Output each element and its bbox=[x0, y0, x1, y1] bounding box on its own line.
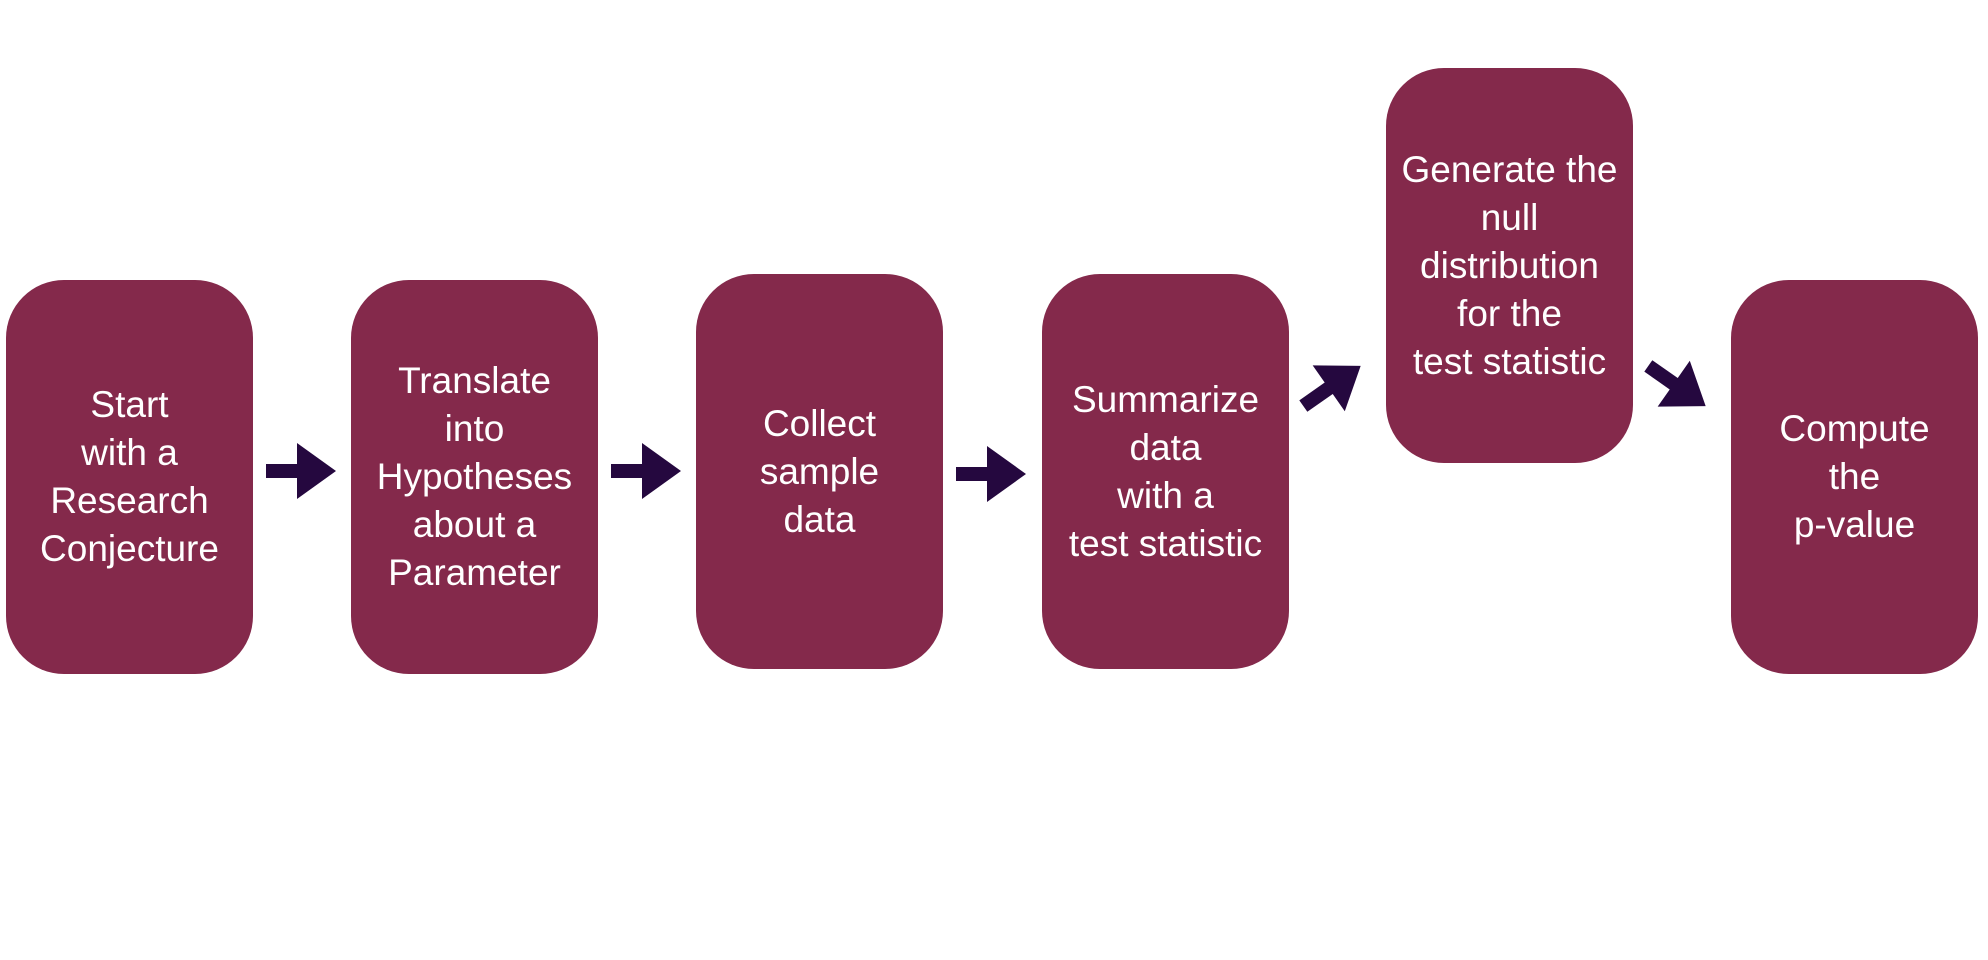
step-text-line: Compute bbox=[1779, 408, 1930, 449]
step-text-line: Research bbox=[50, 480, 209, 521]
step-text-line: Translate bbox=[398, 360, 551, 401]
step-text-line: into bbox=[444, 408, 505, 449]
down-right-arrow-icon bbox=[1644, 360, 1706, 407]
step-text-line: null bbox=[1480, 196, 1539, 238]
up-right-arrow-icon bbox=[1299, 365, 1361, 412]
step-text-line: data bbox=[783, 498, 856, 540]
step-text-line: sample bbox=[759, 450, 880, 492]
step-text-line: about a bbox=[412, 504, 537, 545]
step-text-line: Parameter bbox=[388, 552, 561, 593]
right-arrow-icon bbox=[956, 446, 1026, 502]
step-text-line: test statistic bbox=[1068, 522, 1263, 564]
step-null-distribution: Generate the null distribution for the t… bbox=[1386, 68, 1633, 463]
step-text-line: Summarize bbox=[1071, 378, 1260, 420]
step-test-statistic: Summarize data with a test statistic bbox=[1042, 274, 1289, 669]
step-hypotheses: Translate into Hypotheses about a Parame… bbox=[351, 280, 598, 674]
step-text-line: distribution bbox=[1420, 244, 1599, 286]
step-text-line: Collect bbox=[762, 402, 877, 444]
right-arrow-icon bbox=[611, 443, 681, 499]
step-text-line: for the bbox=[1457, 292, 1562, 334]
step-text-line: with a bbox=[1117, 474, 1214, 516]
step-text-line: data bbox=[1129, 426, 1202, 468]
step-collect-data: Collect sample data bbox=[696, 274, 943, 669]
step-text-line: the bbox=[1828, 456, 1881, 497]
step-text-line: with a bbox=[81, 432, 178, 473]
step-text-line: Start bbox=[90, 384, 169, 425]
step-text-line: Conjecture bbox=[40, 528, 219, 569]
step-text-line: p-value bbox=[1793, 504, 1916, 545]
step-p-value: Compute the p-value bbox=[1731, 280, 1978, 674]
step-text-line: test statistic bbox=[1412, 340, 1607, 382]
step-research-conjecture: Start with a Research Conjecture bbox=[6, 280, 253, 674]
step-text-line: Generate the bbox=[1401, 148, 1618, 190]
right-arrow-icon bbox=[266, 443, 336, 499]
step-text-line: Hypotheses bbox=[376, 456, 573, 497]
